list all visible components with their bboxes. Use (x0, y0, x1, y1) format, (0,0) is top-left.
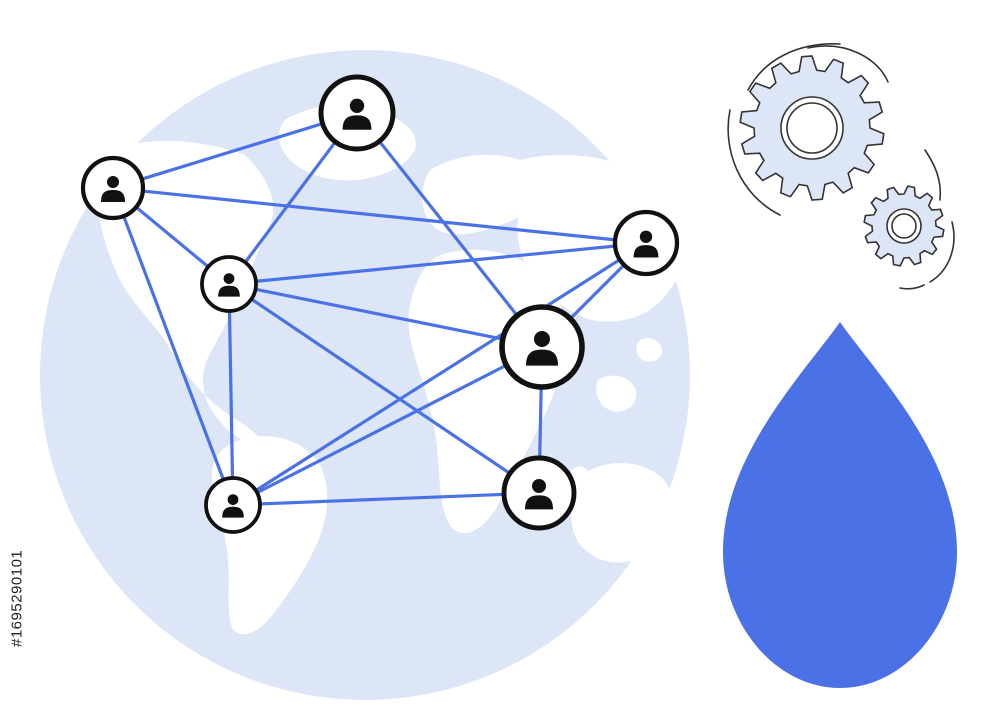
person-body (525, 495, 553, 510)
person-body (101, 190, 125, 202)
network-link-n3-n4 (228, 241, 647, 286)
network-node-n1 (318, 74, 396, 152)
person-head (107, 176, 119, 188)
person-head (532, 479, 546, 493)
network-node-n3 (200, 255, 258, 313)
person-icon (218, 273, 240, 297)
network-link-n2-n6 (111, 187, 235, 506)
person-body (222, 506, 244, 518)
person-body (218, 285, 240, 297)
person-icon (342, 98, 372, 130)
gears-icon (727, 43, 955, 290)
person-body (526, 349, 558, 366)
motion-arc-2 (727, 109, 781, 216)
network-node-n5 (499, 304, 585, 390)
network-link-n1-n2 (112, 111, 358, 190)
motion-arc-3 (807, 45, 889, 83)
network-link-n6-n7 (232, 491, 540, 507)
motion-arc-1 (747, 43, 841, 91)
motion-arc-5 (929, 221, 955, 283)
person-head (534, 331, 550, 347)
network-node-n7 (501, 455, 577, 531)
network-link-n4-n6 (232, 241, 647, 507)
network-node-n4 (612, 209, 680, 277)
continent-australia (571, 463, 675, 563)
continent-islands (596, 375, 637, 412)
motion-arc-6 (899, 284, 925, 290)
network-nodes (80, 74, 680, 534)
network-link-n1-n5 (355, 112, 544, 348)
stock-id-label: #1695290101 (8, 549, 26, 647)
person-head (639, 230, 653, 243)
network-link-n3-n5 (228, 282, 543, 349)
gear-hub-inner (891, 213, 917, 239)
person-icon (222, 494, 244, 518)
person-icon (525, 479, 553, 510)
network-link-n3-n6 (227, 283, 235, 506)
gear-hub-inner (786, 102, 838, 154)
person-body (633, 245, 659, 258)
motion-arc-4 (924, 149, 942, 201)
large-gear-icon (739, 55, 885, 201)
network-link-n5-n6 (232, 345, 543, 507)
person-head (349, 98, 365, 114)
small-gear-icon (863, 185, 945, 267)
network-link-n3-n7 (228, 282, 540, 495)
network-link-n2-n4 (112, 186, 647, 245)
continent-islands-small (636, 338, 662, 362)
network-node-n6 (204, 476, 262, 534)
person-head (227, 494, 239, 505)
person-icon (526, 331, 558, 366)
continent-europe (422, 154, 544, 235)
person-body (342, 115, 372, 130)
continent-central-america (205, 395, 268, 450)
person-icon (633, 230, 659, 258)
water-drop-icon (723, 322, 957, 688)
gear-hub-outer (780, 96, 844, 160)
network-node-n2 (80, 155, 146, 221)
person-head (223, 273, 235, 284)
person-icon (101, 176, 125, 202)
continent-north-america (97, 140, 274, 395)
